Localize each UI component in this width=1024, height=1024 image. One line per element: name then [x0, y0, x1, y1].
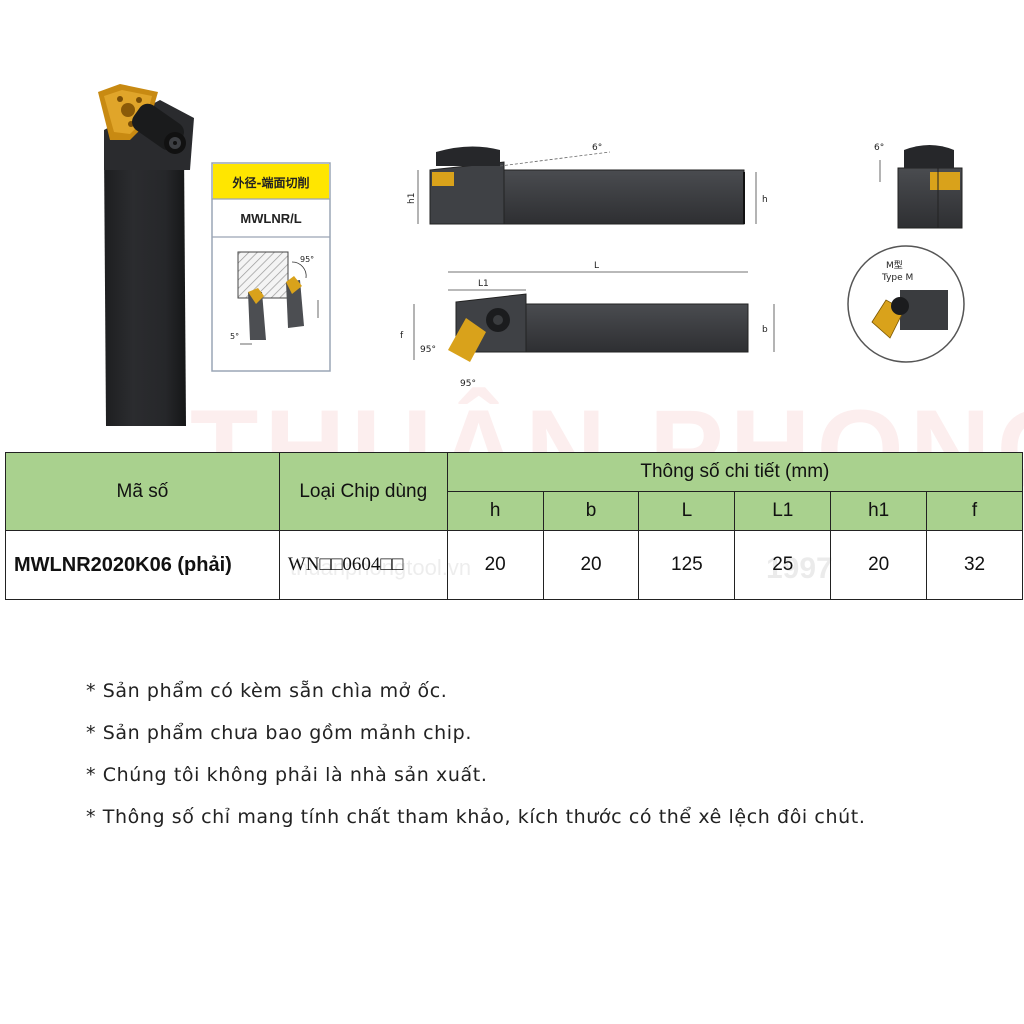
- top-view-drawing: L L1 f 95° 95° b: [400, 261, 775, 389]
- type-m-detail: M型 Type M: [847, 245, 965, 363]
- header-dim-b: b: [542, 491, 640, 531]
- header-dim-L: L: [638, 491, 736, 531]
- table-row: MWLNR2020K06 (phải) WN□□0604□□ 20 20 125…: [5, 530, 1023, 600]
- cell-b: 20: [542, 530, 640, 600]
- dim-f-label: f: [400, 331, 404, 341]
- header-dim-h1: h1: [830, 491, 928, 531]
- angle-6-label-side: 6°: [592, 143, 602, 153]
- side-view-drawing: 6° h1 h: [407, 143, 768, 225]
- dim-L-label: L: [594, 261, 599, 271]
- type-m-english: Type M: [881, 273, 913, 283]
- reference-label-box: 外径-端面切削 MWLNR/L 95° 5°: [211, 162, 331, 372]
- dim-b-label: b: [762, 325, 768, 335]
- note-item: * Chúng tôi không phải là nhà sản xuất.: [86, 764, 488, 786]
- cell-L: 125: [638, 530, 736, 600]
- product-figure: 外径-端面切削 MWLNR/L 95° 5° 6° h1 h 6°: [98, 84, 965, 426]
- spec-table: Mã số Loại Chip dùng Thông số chi tiết (…: [5, 452, 1024, 600]
- cell-L1: 25: [734, 530, 832, 600]
- angle-95-label-bottom: 95°: [460, 379, 476, 389]
- end-view-drawing: 6°: [874, 143, 963, 229]
- header-dim-h: h: [446, 491, 544, 531]
- header-dim-L1: L1: [734, 491, 832, 531]
- cell-h1: 20: [830, 530, 928, 600]
- tool-holder-photo: [98, 84, 194, 426]
- header-specs-group: Thông số chi tiết (mm): [446, 452, 1024, 492]
- note-item: * Sản phẩm có kèm sẵn chìa mở ốc.: [86, 680, 448, 702]
- angle-6-label-end: 6°: [874, 143, 884, 153]
- angle-95-label-left: 95°: [420, 345, 436, 355]
- cell-h: 20: [446, 530, 544, 600]
- note-item: * Thông số chỉ mang tính chất tham khảo,…: [86, 806, 866, 828]
- cell-code: MWLNR2020K06 (phải): [5, 530, 280, 600]
- angle-5-label: 5°: [230, 332, 239, 341]
- dim-L1-label: L1: [478, 279, 489, 289]
- cell-f: 32: [926, 530, 1023, 600]
- dim-h-label: h: [762, 195, 768, 205]
- notes-list: * Sản phẩm có kèm sẵn chìa mở ốc. * Sản …: [86, 670, 865, 838]
- note-item: * Sản phẩm chưa bao gồm mảnh chip.: [86, 722, 472, 744]
- header-code: Mã số: [5, 452, 280, 531]
- angle-95-label: 95°: [300, 255, 314, 264]
- dim-h1-label: h1: [407, 193, 417, 204]
- label-box-chinese-title: 外径-端面切削: [233, 175, 310, 190]
- cell-chip: WN□□0604□□: [278, 530, 448, 600]
- header-chip-type: Loại Chip dùng: [278, 452, 448, 531]
- label-box-code: MWLNR/L: [240, 211, 301, 226]
- type-m-chinese: M型: [886, 260, 903, 271]
- header-dim-f: f: [926, 491, 1023, 531]
